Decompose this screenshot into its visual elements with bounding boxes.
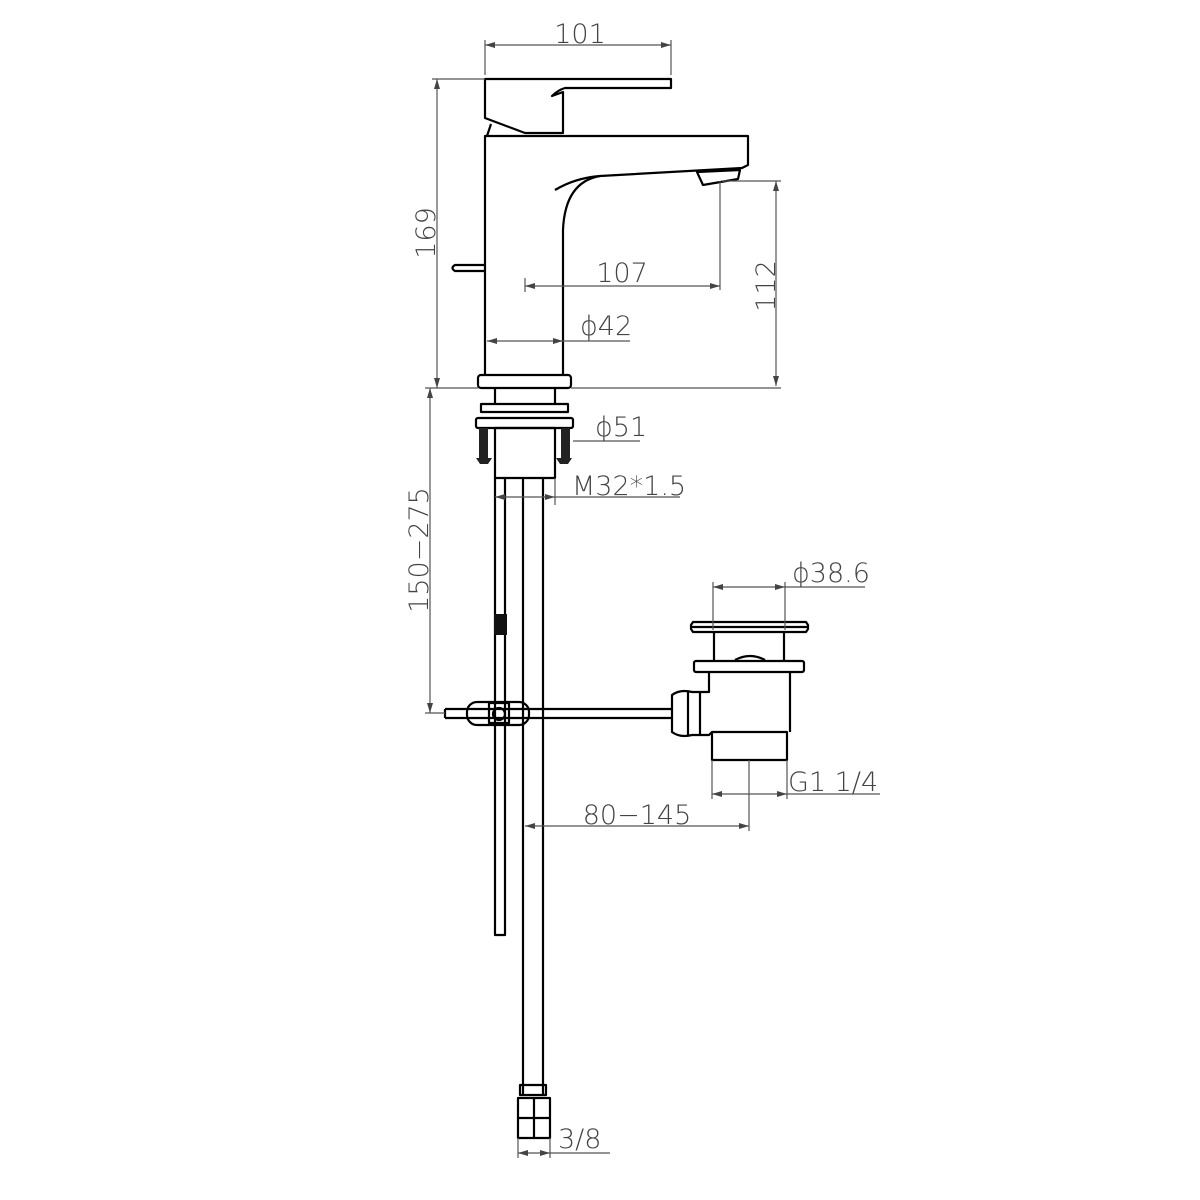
dim-spout-reach: 107 — [596, 258, 648, 289]
hoses — [493, 478, 552, 1140]
dim-body-diameter: ϕ42 — [580, 311, 632, 342]
dim-width: 101 — [554, 19, 606, 50]
bolt-left — [479, 428, 488, 458]
dimensions: 101 169 112 107 ϕ42 150−275 ϕ51 M32*1.5 — [404, 19, 880, 1158]
dim-waste-thread: G1 1/4 — [788, 767, 878, 798]
dim-below-deck: 150−275 — [404, 487, 435, 613]
base-ring — [476, 373, 573, 390]
bolt-right — [561, 428, 570, 458]
spout — [483, 134, 750, 375]
mounting-kit — [474, 388, 575, 480]
dim-waste-diameter: ϕ38.6 — [792, 558, 870, 589]
popup-lift-rod — [451, 263, 485, 273]
dim-base-diameter: ϕ51 — [595, 412, 647, 443]
dim-shank-thread: M32*1.5 — [572, 471, 686, 502]
aerator — [695, 168, 742, 187]
dim-spout-height: 112 — [751, 260, 782, 312]
handle — [483, 77, 673, 135]
hose-nut — [516, 1096, 552, 1140]
dim-waste-distance: 80−145 — [583, 800, 692, 831]
popup-waste — [689, 620, 810, 762]
faucet-body — [451, 77, 750, 390]
popup-rod — [443, 689, 702, 738]
dim-height: 169 — [411, 207, 442, 259]
dim-hose-connection: 3/8 — [558, 1124, 601, 1155]
hose-clip — [494, 614, 507, 635]
